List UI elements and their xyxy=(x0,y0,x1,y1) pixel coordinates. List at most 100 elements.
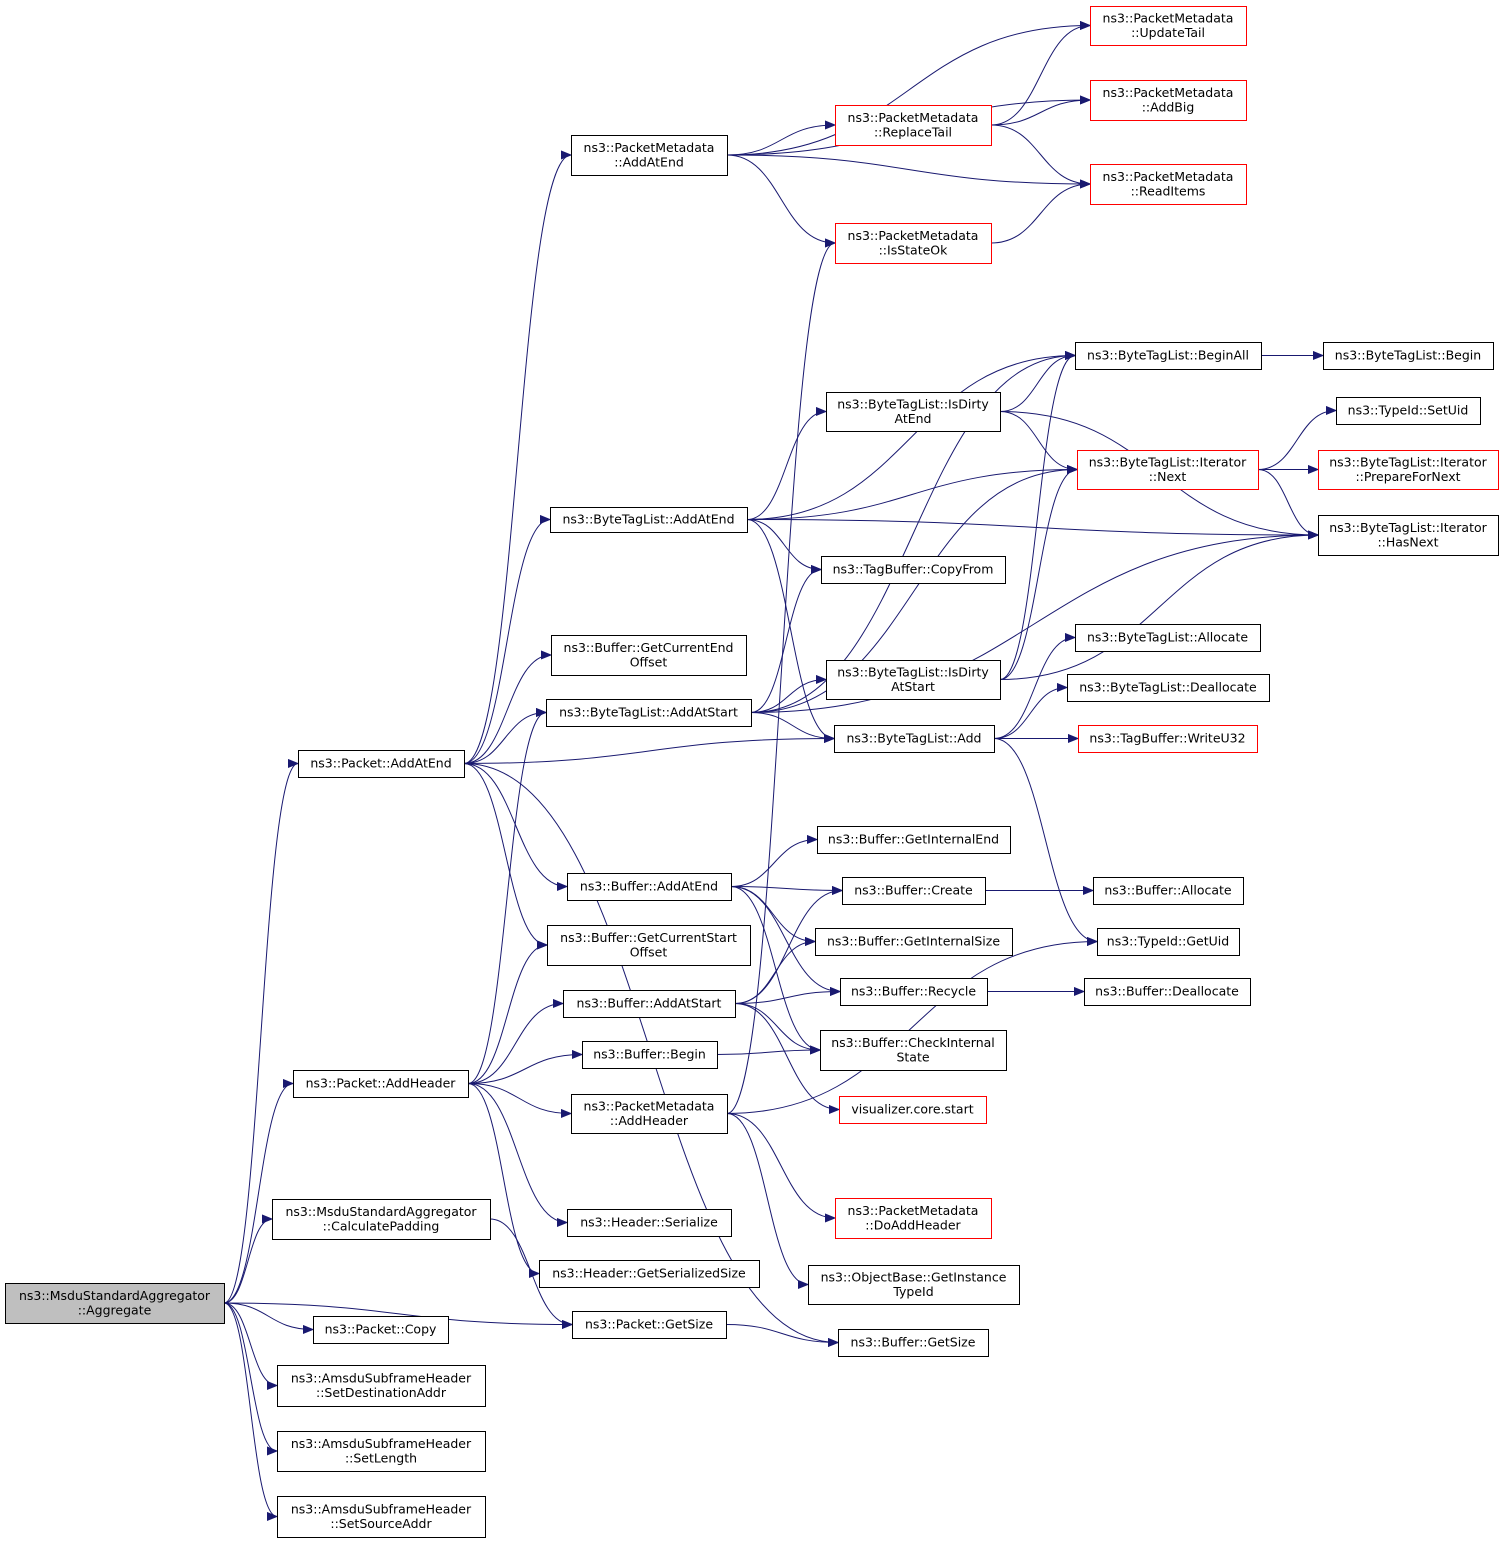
node-box xyxy=(817,826,1011,854)
node-box xyxy=(826,660,1001,700)
node-box xyxy=(1077,450,1259,490)
node-box xyxy=(1090,80,1247,121)
node-box xyxy=(546,699,752,727)
node-label-line: ns3::ByteTagList::Iterator xyxy=(1329,454,1487,469)
node-pktGetSize[interactable]: ns3::Packet::GetSize xyxy=(572,1311,727,1339)
node-pmDoAddHeader[interactable]: ns3::PacketMetadata::DoAddHeader xyxy=(835,1198,992,1239)
edge-pmAddAtEnd-to-pmReadItems xyxy=(726,154,1090,184)
edge-pktAddHeader-to-pmAddHeader xyxy=(467,1083,571,1114)
node-btlItPrepare[interactable]: ns3::ByteTagList::Iterator::PrepareForNe… xyxy=(1318,450,1499,490)
node-pktCopy[interactable]: ns3::Packet::Copy xyxy=(313,1316,449,1344)
node-box xyxy=(551,635,747,676)
edge-btlAddAtStart-to-btlBeginAll xyxy=(750,356,1075,713)
edge-pmReplaceTail-to-pmReadItems xyxy=(990,124,1090,184)
node-msaCalculatePadding[interactable]: ns3::MsduStandardAggregator::CalculatePa… xyxy=(272,1199,491,1240)
node-label-line: ns3::ByteTagList::Add xyxy=(846,731,981,746)
edge-bufAddAtStart-to-bufGetInternalSize xyxy=(734,942,815,1004)
node-pmReadItems[interactable]: ns3::PacketMetadata::ReadItems xyxy=(1090,164,1247,205)
node-hdrGetSerializedSize[interactable]: ns3::Header::GetSerializedSize xyxy=(539,1260,760,1288)
node-pmUpdateTail[interactable]: ns3::PacketMetadata::UpdateTail xyxy=(1090,6,1247,46)
node-bufRecycle[interactable]: ns3::Buffer::Recycle xyxy=(840,978,988,1006)
node-box xyxy=(840,978,988,1006)
node-label-line: ns3::ByteTagList::AddAtStart xyxy=(559,705,738,720)
edge-root-to-msaCalculatePadding xyxy=(223,1219,273,1304)
node-hdrSerialize[interactable]: ns3::Header::Serialize xyxy=(567,1209,732,1237)
node-ashSetSourceAddr[interactable]: ns3::AmsduSubframeHeader::SetSourceAddr xyxy=(277,1496,486,1538)
edge-btlAdd-to-btlAllocate xyxy=(993,638,1075,739)
node-label-line: ns3::Buffer::GetSize xyxy=(851,1335,976,1350)
node-label-line: ns3::PacketMetadata xyxy=(584,1098,715,1113)
node-box xyxy=(1067,674,1270,702)
edge-pktAddAtEnd-to-btlAdd xyxy=(463,739,834,764)
node-btlItHasNext[interactable]: ns3::ByteTagList::Iterator::HasNext xyxy=(1318,515,1499,556)
node-label-line: ns3::Buffer::AddAtStart xyxy=(577,996,722,1011)
edge-pmAddHeader-to-obGetInstanceTypeId xyxy=(726,1113,808,1285)
node-pmReplaceTail[interactable]: ns3::PacketMetadata::ReplaceTail xyxy=(835,105,992,146)
node-ashSetDestinationAddr[interactable]: ns3::AmsduSubframeHeader::SetDestination… xyxy=(277,1365,486,1407)
node-btlAddAtEnd[interactable]: ns3::ByteTagList::AddAtEnd xyxy=(550,507,748,533)
node-box xyxy=(277,1496,486,1538)
node-btlAddAtStart[interactable]: ns3::ByteTagList::AddAtStart xyxy=(546,699,752,727)
node-label-line: ::CalculatePadding xyxy=(323,1218,440,1233)
node-tbWriteU32[interactable]: ns3::TagBuffer::WriteU32 xyxy=(1078,725,1258,753)
edge-pmAddHeader-to-pmIsStateOk xyxy=(726,243,835,1114)
node-pktAddHeader[interactable]: ns3::Packet::AddHeader xyxy=(293,1070,469,1098)
node-bufGetInternalSize[interactable]: ns3::Buffer::GetInternalSize xyxy=(815,928,1013,956)
node-label-line: ns3::Buffer::GetCurrentStart xyxy=(560,930,737,945)
node-tbCopyFrom[interactable]: ns3::TagBuffer::CopyFrom xyxy=(821,556,1006,584)
node-btlItNext[interactable]: ns3::ByteTagList::Iterator::Next xyxy=(1077,450,1259,490)
node-label-line: ns3::Packet::AddHeader xyxy=(306,1076,457,1091)
node-box xyxy=(277,1431,486,1472)
node-typeIdGetUid[interactable]: ns3::TypeId::GetUid xyxy=(1097,928,1240,956)
node-pmIsStateOk[interactable]: ns3::PacketMetadata::IsStateOk xyxy=(835,223,992,264)
edge-btlAdd-to-btlDeallocate xyxy=(993,688,1067,739)
node-vizCoreStart[interactable]: visualizer.core.start xyxy=(839,1096,987,1124)
node-btlAllocate[interactable]: ns3::ByteTagList::Allocate xyxy=(1075,624,1261,652)
node-label-line: ns3::Packet::Copy xyxy=(325,1322,437,1337)
node-label-line: ns3::ByteTagList::IsDirty xyxy=(837,664,989,679)
node-btlBegin[interactable]: ns3::ByteTagList::Begin xyxy=(1323,342,1494,370)
node-label-line: ::PrepareForNext xyxy=(1355,469,1460,484)
node-typeIdSetUid[interactable]: ns3::TypeId::SetUid xyxy=(1336,397,1481,425)
node-pktAddAtEnd[interactable]: ns3::Packet::AddAtEnd xyxy=(298,750,465,778)
edge-btlAddAtStart-to-tbCopyFrom xyxy=(750,570,822,713)
node-bufAddAtEnd[interactable]: ns3::Buffer::AddAtEnd xyxy=(567,873,732,901)
node-box xyxy=(572,1311,727,1339)
edge-root-to-pktAddAtEnd xyxy=(223,764,299,1304)
node-bufGetInternalEnd[interactable]: ns3::Buffer::GetInternalEnd xyxy=(817,826,1011,854)
node-label-line: ::IsStateOk xyxy=(879,242,949,257)
node-pmAddHeader[interactable]: ns3::PacketMetadata::AddHeader xyxy=(571,1094,728,1134)
edge-pktAddAtEnd-to-btlAddAtStart xyxy=(463,713,546,764)
edge-pmAddAtEnd-to-pmUpdateTail xyxy=(726,26,1090,156)
node-box xyxy=(820,1030,1007,1071)
node-label-line: ns3::Header::GetSerializedSize xyxy=(552,1266,746,1281)
node-bufAddAtStart[interactable]: ns3::Buffer::AddAtStart xyxy=(563,990,736,1018)
node-bufDeallocate[interactable]: ns3::Buffer::Deallocate xyxy=(1084,978,1251,1006)
edge-root-to-pktGetSize xyxy=(223,1302,572,1325)
node-ashSetLength[interactable]: ns3::AmsduSubframeHeader::SetLength xyxy=(277,1431,486,1472)
node-label-line: ns3::MsduStandardAggregator xyxy=(285,1204,477,1219)
node-pmAddAtEnd[interactable]: ns3::PacketMetadata::AddAtEnd xyxy=(571,135,728,176)
node-bufCreate[interactable]: ns3::Buffer::Create xyxy=(842,877,986,905)
node-box xyxy=(272,1199,491,1240)
node-bufGetSize[interactable]: ns3::Buffer::GetSize xyxy=(838,1329,989,1357)
node-btlBeginAll[interactable]: ns3::ByteTagList::BeginAll xyxy=(1075,342,1262,370)
node-bufBegin[interactable]: ns3::Buffer::Begin xyxy=(582,1041,718,1069)
node-label-line: ::ReadItems xyxy=(1131,183,1206,198)
node-btlAdd[interactable]: ns3::ByteTagList::Add xyxy=(834,725,995,753)
node-pmAddBig[interactable]: ns3::PacketMetadata::AddBig xyxy=(1090,80,1247,121)
node-label-line: ns3::PacketMetadata xyxy=(848,110,979,125)
node-bufAllocate[interactable]: ns3::Buffer::Allocate xyxy=(1093,877,1244,905)
node-label-line: ns3::Packet::AddAtEnd xyxy=(310,756,451,771)
edge-pmAddHeader-to-typeIdGetUid xyxy=(726,942,1097,1114)
node-root[interactable]: ns3::MsduStandardAggregator::Aggregate xyxy=(5,1283,225,1324)
node-label-line: ns3::Packet::GetSize xyxy=(585,1317,713,1332)
node-btlDeallocate[interactable]: ns3::ByteTagList::Deallocate xyxy=(1067,674,1270,702)
